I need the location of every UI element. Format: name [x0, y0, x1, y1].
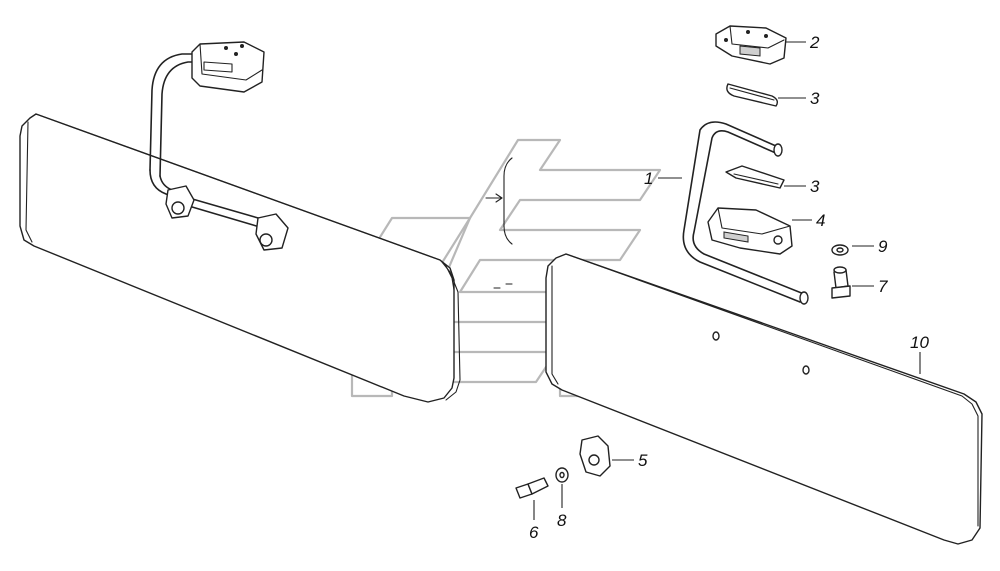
washer-part-8	[555, 467, 569, 483]
callout-3-upper: 3	[810, 89, 820, 108]
hinge-housing-part-4	[707, 207, 793, 255]
callout-5: 5	[638, 451, 648, 470]
callout-8: 8	[557, 511, 567, 530]
screw-part-7	[831, 266, 851, 299]
callout-3-lower: 3	[810, 177, 820, 196]
callout-9: 9	[878, 237, 888, 256]
bent-rod-part-1	[682, 121, 809, 305]
bolt-part-6	[515, 477, 549, 499]
hinge-plate-part-2	[715, 25, 787, 65]
left-visor-mount-assembly	[149, 41, 289, 251]
callout-1: 1	[644, 169, 653, 188]
center-guide-mark	[485, 157, 513, 289]
callout-7: 7	[878, 277, 888, 296]
half-shell-part-3-upper	[726, 83, 779, 107]
right-visor-panel-part-10	[545, 253, 983, 545]
washer-part-9	[831, 244, 849, 256]
half-shell-part-3-lower	[725, 165, 785, 189]
callout-4: 4	[816, 211, 825, 230]
clip-part-5	[579, 435, 611, 477]
left-visor-panel	[19, 113, 461, 403]
callout-labels: 1 2 3 3 4 5 6 7 8 9 10	[529, 33, 929, 542]
callout-6: 6	[529, 523, 539, 542]
leader-lines	[533, 41, 921, 520]
callout-2: 2	[809, 33, 820, 52]
callout-10: 10	[910, 333, 929, 352]
